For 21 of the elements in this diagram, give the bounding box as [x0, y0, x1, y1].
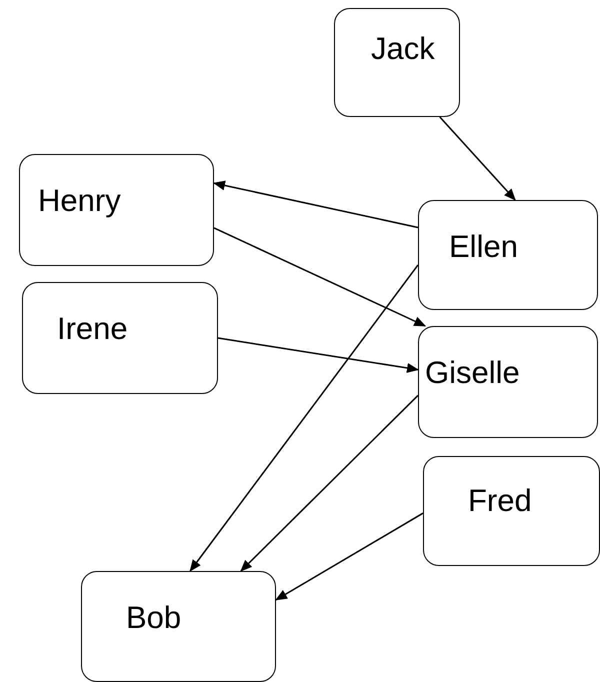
rounded-box: [19, 154, 214, 266]
node-label: Ellen: [449, 229, 518, 265]
arrow: [218, 337, 419, 373]
node-label: Henry: [38, 183, 121, 219]
arrow: [214, 227, 426, 327]
node-label: Bob: [126, 600, 182, 636]
rounded-box: [423, 456, 600, 566]
arrow: [275, 512, 424, 600]
arrow: [439, 116, 516, 201]
rounded-box: [22, 282, 218, 394]
rounded-box: [334, 8, 460, 117]
node-label: Jack: [371, 31, 435, 67]
rounded-box: [418, 326, 598, 438]
arrow: [240, 394, 419, 572]
rounded-box: [81, 571, 276, 682]
rounded-box: [418, 200, 598, 310]
node-label: Irene: [57, 311, 128, 347]
node-label: Giselle: [425, 355, 520, 391]
arrow: [190, 264, 419, 572]
arrow: [213, 180, 418, 228]
node-label: Fred: [468, 483, 532, 519]
